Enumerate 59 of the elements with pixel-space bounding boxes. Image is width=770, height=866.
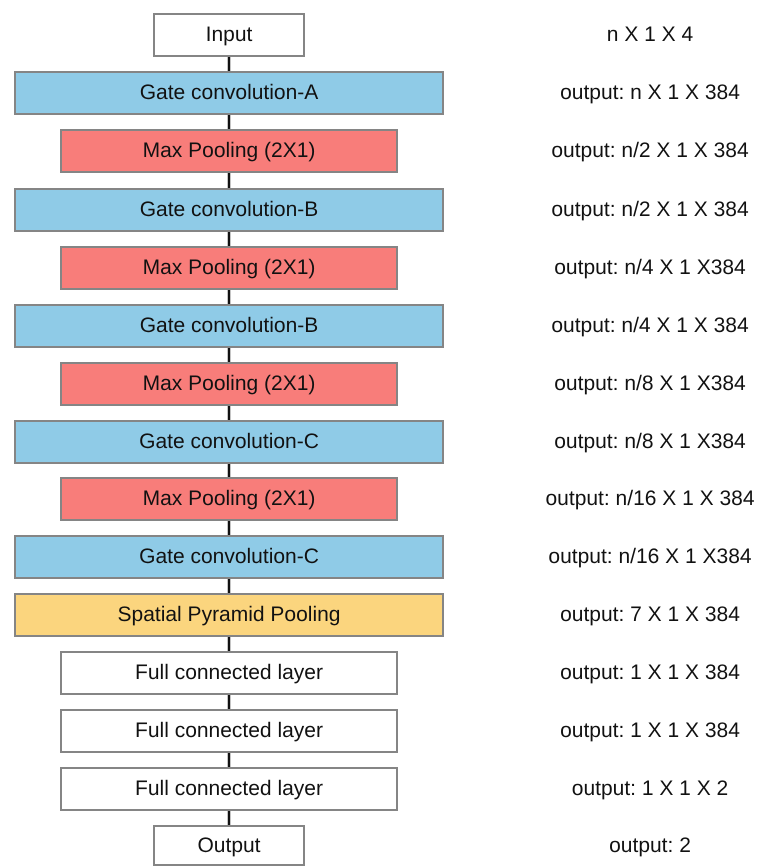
layer-box [14, 420, 444, 464]
shape-annotation: output: 7 X 1 X 384 [560, 603, 740, 627]
shape-annotation: output: n/2 X 1 X 384 [551, 198, 749, 222]
layer-label: Full connected layer [135, 661, 323, 685]
layer-box [60, 362, 398, 406]
shape-annotation: output: n/8 X 1 X384 [554, 372, 746, 396]
shape-annotation: output: 2 [609, 834, 691, 858]
shape-annotation: output: 1 X 1 X 2 [572, 777, 728, 801]
layer-label: Full connected layer [135, 719, 323, 743]
output-box [153, 825, 305, 866]
connector-line [228, 521, 230, 535]
connector-line [228, 57, 230, 71]
connector-line [228, 579, 230, 593]
layer-box [60, 129, 398, 173]
connector-line [228, 232, 230, 246]
shape-annotation: output: n/8 X 1 X384 [554, 430, 746, 454]
layer-box [14, 188, 444, 232]
connector-line [228, 695, 230, 709]
layer-box [60, 651, 398, 695]
shape-annotation: output: n/4 X 1 X384 [554, 256, 746, 280]
layer-label: Gate convolution-C [139, 430, 319, 454]
shape-annotation: output: 1 X 1 X 384 [560, 719, 740, 743]
layer-label: Gate convolution-B [140, 314, 318, 338]
connector-line [228, 290, 230, 304]
layer-box [14, 71, 444, 115]
layer-label: Gate convolution-C [139, 545, 319, 569]
shape-annotation: output: n/16 X 1 X384 [548, 545, 752, 569]
shape-annotation: output: 1 X 1 X 384 [560, 661, 740, 685]
layer-box [14, 304, 444, 348]
layer-label: Max Pooling (2X1) [142, 256, 316, 280]
shape-annotation: output: n/2 X 1 X 384 [551, 139, 749, 163]
connector-line [228, 464, 230, 477]
shape-annotation: output: n/4 X 1 X 384 [551, 314, 749, 338]
connector-line [228, 637, 230, 651]
shape-annotation: output: n/16 X 1 X 384 [546, 487, 754, 511]
layer-box [14, 593, 444, 637]
layer-label: Max Pooling (2X1) [142, 139, 316, 163]
layer-label: Gate convolution-B [140, 198, 318, 222]
layer-box [60, 767, 398, 811]
input-box [153, 13, 305, 57]
layer-label: Input [206, 23, 252, 47]
connector-line [228, 115, 230, 129]
connector-line [228, 811, 230, 825]
connector-line [228, 753, 230, 767]
layer-label: Spatial Pyramid Pooling [118, 603, 340, 627]
layer-label: Max Pooling (2X1) [142, 487, 316, 511]
connector-line [228, 173, 230, 188]
layer-box [60, 709, 398, 753]
layer-label: Full connected layer [135, 777, 323, 801]
layer-box [60, 477, 398, 521]
layer-label: Gate convolution-A [140, 81, 318, 105]
connector-line [228, 406, 230, 420]
connector-line [228, 348, 230, 362]
layer-box [60, 246, 398, 290]
shape-annotation: n X 1 X 4 [606, 23, 694, 47]
layer-box [14, 535, 444, 579]
shape-annotation: output: n X 1 X 384 [560, 81, 740, 105]
layer-label: Output [197, 834, 261, 858]
layer-label: Max Pooling (2X1) [142, 372, 316, 396]
